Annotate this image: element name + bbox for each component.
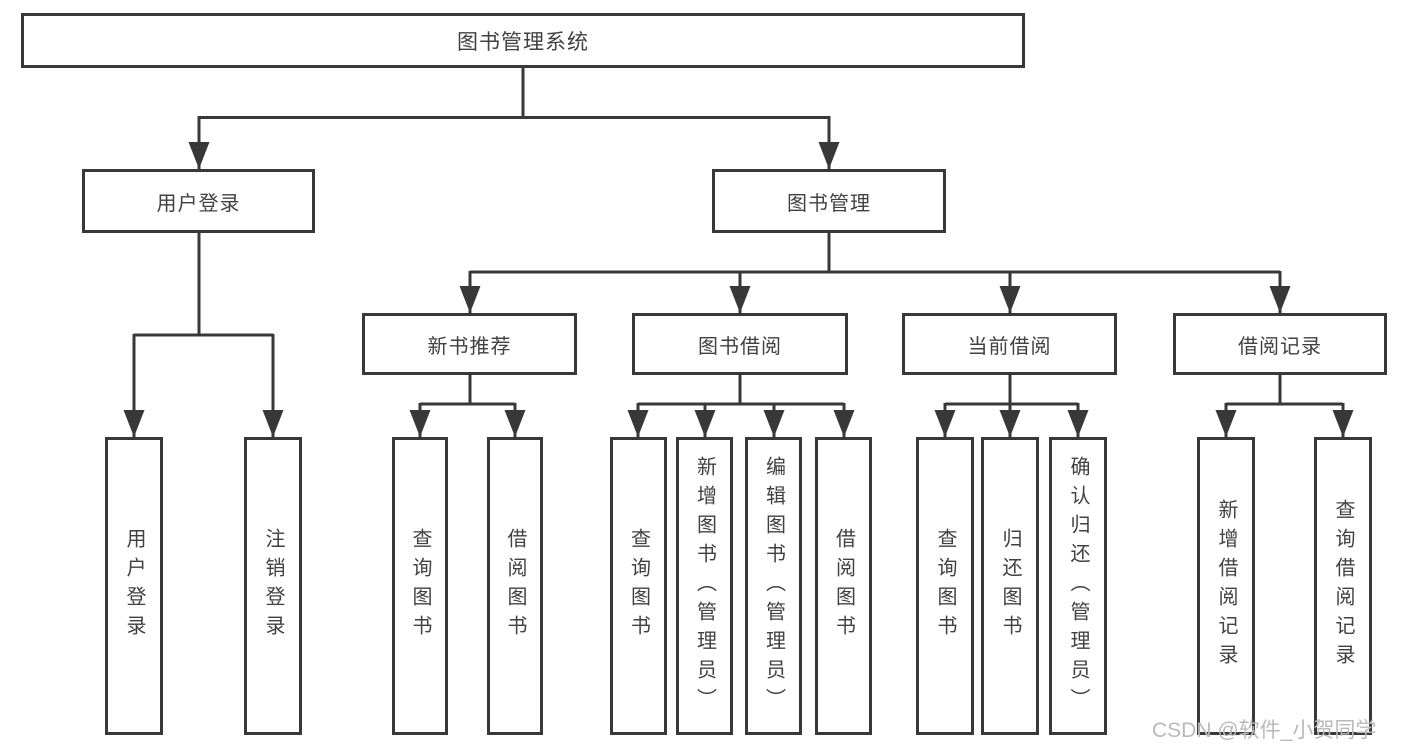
leaf-add-book-admin: 新增图书（管理员）: [676, 437, 733, 735]
node-current-borrowing: 当前借阅: [902, 313, 1117, 375]
node-user-login-label: 用户登录: [156, 192, 241, 215]
leaf-query-books-newrec-label: 查询图书: [409, 528, 431, 644]
leaf-return-books: 归还图书: [981, 437, 1039, 735]
connector-book-borrowing-split: [638, 375, 844, 406]
leaf-new-borrow-record-label: 新增借阅记录: [1215, 499, 1237, 673]
connector-user-login-split: [134, 233, 273, 337]
node-borrowing-records-label: 借阅记录: [1238, 335, 1322, 358]
leaf-user-login-label: 用户登录: [123, 528, 145, 644]
node-book-management-label: 图书管理: [787, 192, 871, 215]
watermark: CSDN @软件_小贺同学: [1152, 719, 1377, 742]
leaf-borrow-books-borrowing-label: 借阅图书: [832, 528, 855, 644]
node-new-book-recommendation-label: 新书推荐: [427, 335, 512, 358]
node-root-label: 图书管理系统: [457, 30, 589, 54]
node-root: 图书管理系统: [21, 13, 1025, 68]
connector-borrowing-records-split: [1226, 375, 1343, 406]
leaf-edit-book-admin-label: 编辑图书（管理员）: [762, 455, 785, 717]
leaf-borrow-books-borrowing: 借阅图书: [815, 437, 872, 735]
connector-book-management-split: [470, 233, 1280, 274]
node-user-login: 用户登录: [82, 169, 315, 233]
leaf-new-borrow-record: 新增借阅记录: [1197, 437, 1255, 735]
leaf-edit-book-admin: 编辑图书（管理员）: [745, 437, 802, 735]
leaf-confirm-return-admin-label: 确认归还（管理员）: [1067, 455, 1089, 717]
leaf-query-books-borrowing: 查询图书: [610, 437, 667, 735]
leaf-query-books-borrowing-label: 查询图书: [627, 528, 650, 644]
node-book-borrowing-label: 图书借阅: [698, 335, 782, 358]
leaf-query-books-current: 查询图书: [916, 437, 974, 735]
node-current-borrowing-label: 当前借阅: [967, 335, 1052, 358]
leaf-return-books-label: 归还图书: [999, 528, 1021, 644]
leaf-logout-label: 注销登录: [262, 528, 284, 644]
leaf-user-login: 用户登录: [105, 437, 163, 735]
leaf-logout: 注销登录: [244, 437, 302, 735]
leaf-borrow-books-newrec: 借阅图书: [487, 437, 543, 735]
leaf-confirm-return-admin: 确认归还（管理员）: [1049, 437, 1107, 735]
connector-root-trunk: [199, 68, 829, 119]
leaf-borrow-books-newrec-label: 借阅图书: [504, 528, 526, 644]
connector-new-book-split: [420, 375, 515, 406]
node-book-borrowing: 图书借阅: [632, 313, 848, 375]
leaf-query-borrow-record-label: 查询借阅记录: [1332, 499, 1354, 673]
connector-current-borrowing-split: [945, 375, 1078, 406]
leaf-query-borrow-record: 查询借阅记录: [1314, 437, 1372, 735]
node-book-management: 图书管理: [712, 169, 946, 233]
node-new-book-recommendation: 新书推荐: [362, 313, 577, 375]
leaf-query-books-newrec: 查询图书: [392, 437, 448, 735]
node-borrowing-records: 借阅记录: [1173, 313, 1387, 375]
leaf-add-book-admin-label: 新增图书（管理员）: [693, 455, 716, 717]
leaf-query-books-current-label: 查询图书: [934, 528, 956, 644]
